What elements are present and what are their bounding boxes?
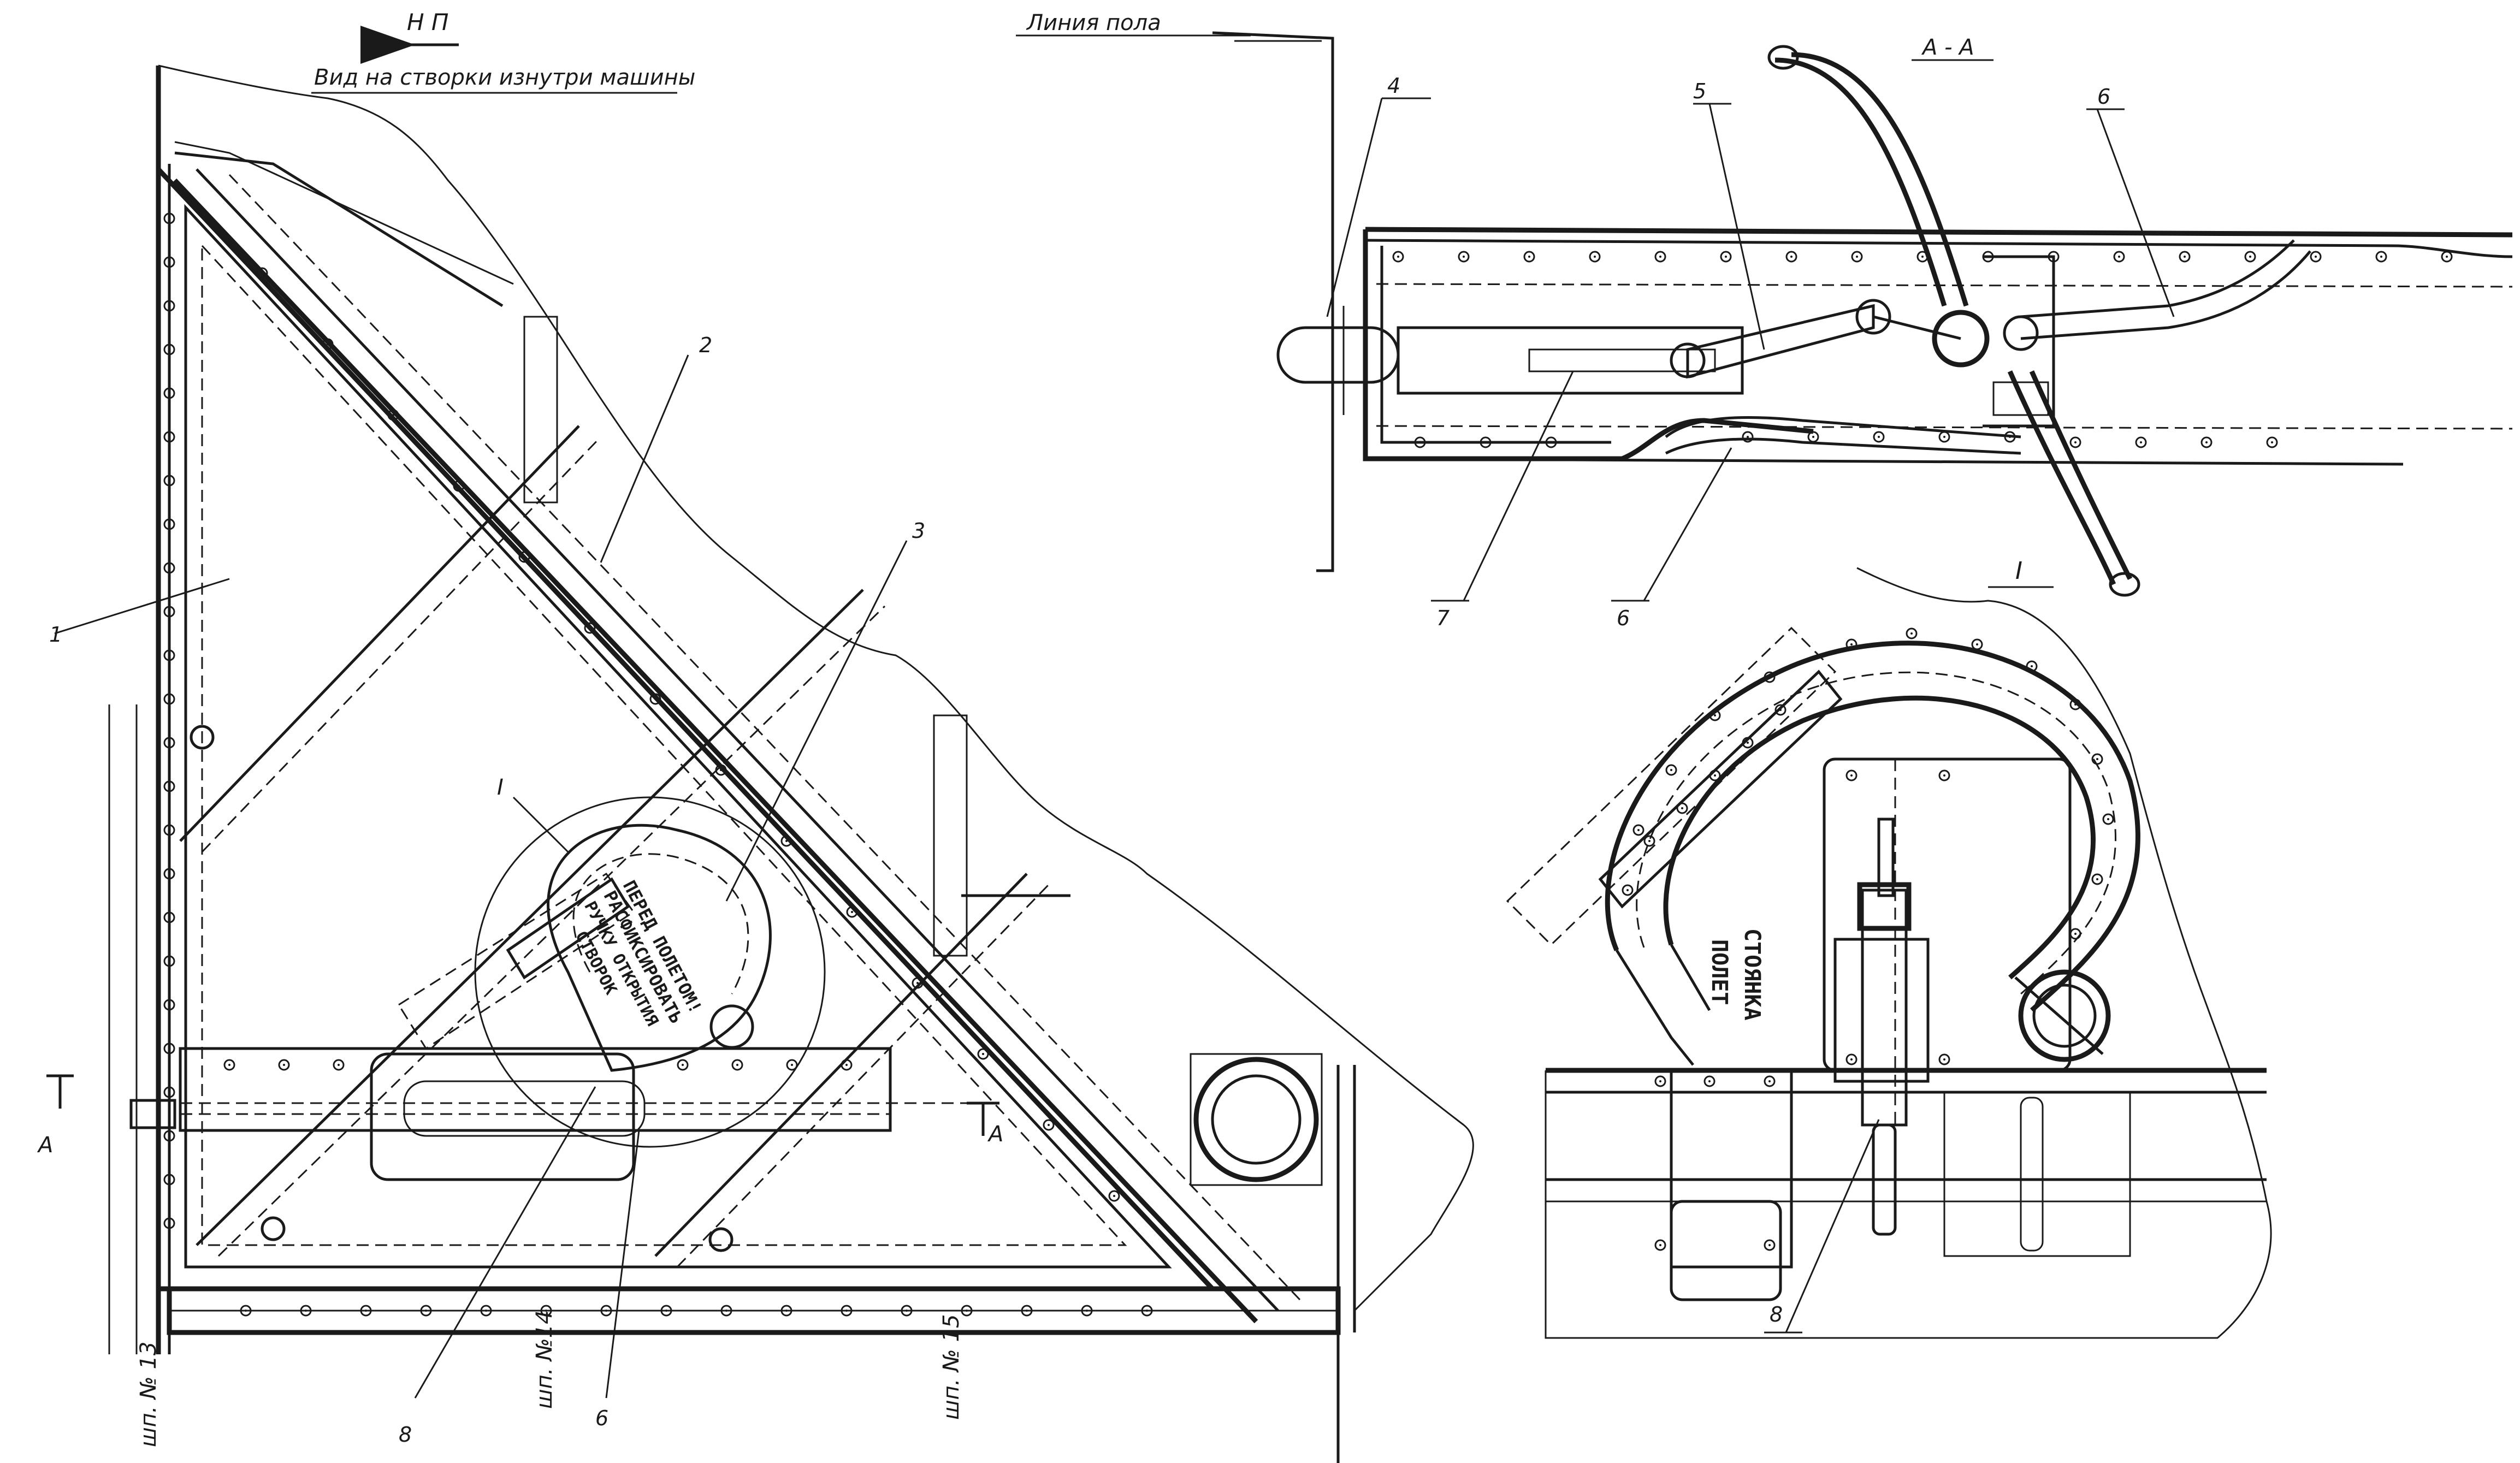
callout-3: 3 xyxy=(912,519,925,543)
detail-i-title: I xyxy=(2015,557,2022,585)
view-title: Вид на створки изнутри машины xyxy=(314,65,695,90)
section-aa-view: Линия пола А - А xyxy=(1016,10,2513,630)
detail-i-view: I xyxy=(1506,557,2272,1339)
callout-1: 1 xyxy=(49,623,62,647)
callout-7: 7 xyxy=(1436,606,1450,630)
callout-6-left: 6 xyxy=(595,1406,608,1430)
rivet-row xyxy=(163,212,1153,1317)
section-a-right: А xyxy=(987,1122,1003,1147)
stencil-flight: ПОЛЕТ xyxy=(1707,939,1732,1005)
detail-i-marker: I xyxy=(497,775,504,800)
frame-15-label: шп. № 15 xyxy=(939,1314,964,1420)
main-view xyxy=(46,64,1474,1463)
callout-8-detail: 8 xyxy=(1770,1302,1783,1326)
stencil-parking: СТОЯНКА xyxy=(1740,928,1765,1021)
callout-6-section-bottom: 6 xyxy=(1617,606,1630,630)
callout-5: 5 xyxy=(1693,79,1706,103)
direction-label: Н П xyxy=(407,9,449,35)
frame-14-label: шп. №14 xyxy=(532,1310,557,1409)
section-a-left: А xyxy=(37,1133,53,1158)
section-aa-title: А - А xyxy=(1921,35,1974,60)
callout-8-left: 8 xyxy=(399,1423,412,1447)
callout-6-section-top: 6 xyxy=(2097,85,2110,109)
floor-line-label: Линия пола xyxy=(1026,10,1161,35)
callout-2: 2 xyxy=(699,333,712,357)
stencil-handle-warning: ПЕРЕД ПОЛЕТОМ! РАСФИКСИРОВАТЬ РУЧКУ ОТКР… xyxy=(571,877,706,1029)
callout-4: 4 xyxy=(1387,74,1400,98)
stencil-lock-positions: СТОЯНКА ПОЛЕТ xyxy=(1707,928,1765,1021)
frame-13-label: шп. № 13 xyxy=(136,1342,161,1447)
